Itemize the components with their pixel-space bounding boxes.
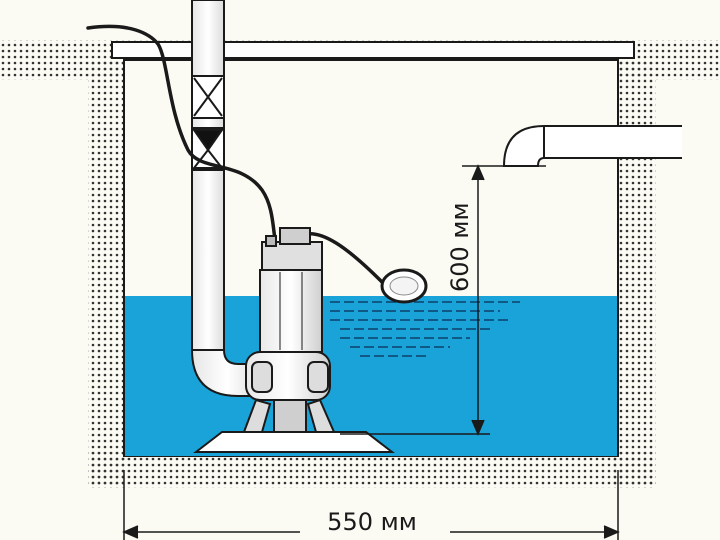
width-label: 550 мм [327, 508, 417, 536]
gate-valve-icon [191, 75, 225, 119]
power-cable [86, 24, 280, 252]
pump-base [193, 431, 395, 453]
pit-cover [111, 41, 635, 59]
height-label: 600 мм [446, 202, 474, 292]
width-label-bg [300, 506, 450, 534]
discharge-pipe [190, 0, 263, 397]
float-switch-icon [380, 268, 428, 304]
height-dimension [340, 164, 546, 436]
submersible-pump [242, 227, 336, 433]
